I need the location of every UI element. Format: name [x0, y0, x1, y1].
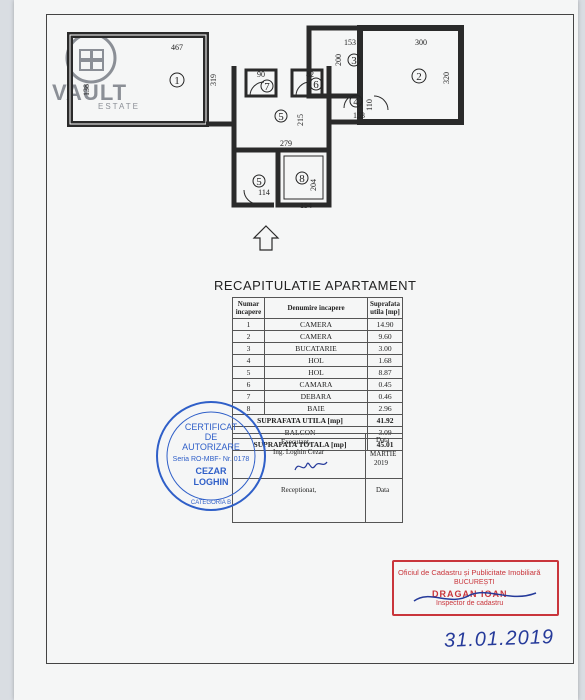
room-number: 2 — [416, 71, 422, 83]
cell-name: HOL — [264, 354, 368, 367]
svg-text:LOGHIN: LOGHIN — [194, 477, 229, 487]
svg-text:CERTIFICAT: CERTIFICAT — [185, 422, 238, 432]
executant-label: Executant, — [281, 438, 311, 446]
total-label: SUPRAFATA TOTALA [mp] — [232, 438, 368, 451]
cell-name: BAIE — [264, 402, 368, 415]
cell-number: 6 — [232, 378, 265, 391]
page-border — [46, 14, 574, 664]
svg-text:CEZAR: CEZAR — [196, 466, 227, 476]
stamp-line: DRAGAN IOAN — [432, 589, 508, 599]
room-number: 5 — [278, 111, 284, 123]
cell-area: 14.90 — [367, 318, 403, 331]
dimension-label: 319 — [209, 74, 218, 86]
floor-plan: 1 2 3 4 5 5 6 7 8 467 319 300 320 153 20… — [67, 25, 464, 251]
signature-box: Executant, Ing. Loghin Cezar Data MARTIE… — [232, 433, 403, 523]
header-name: Denumire incapere — [264, 297, 368, 319]
room-number: 5 — [256, 176, 262, 188]
date-month: MARTIE — [370, 450, 397, 458]
executant-name: Ing. Loghin Cezar — [273, 448, 325, 456]
util-value: 41.92 — [367, 414, 403, 427]
cell-number: 1 — [232, 318, 265, 331]
cell-area: 8.87 — [367, 366, 403, 379]
cell-area: 0.46 — [367, 390, 403, 403]
cell-name: CAMARA — [264, 378, 368, 391]
cell-name: BUCATARIE — [264, 342, 368, 355]
svg-text:DE: DE — [205, 432, 218, 442]
cell-area: 2.96 — [367, 402, 403, 415]
cell-number: 3 — [232, 342, 265, 355]
cadastre-stamp: Oficiul de Cadastru și Publicitate Imobi… — [392, 560, 559, 616]
dimension-label: 300 — [415, 38, 427, 47]
room-number: 3 — [351, 55, 357, 67]
room-number: 6 — [313, 79, 319, 91]
dimension-label: 90 — [257, 70, 265, 79]
recap-title: RECAPITULATIE APARTAMENT — [214, 278, 417, 293]
cell-area: 3.00 — [367, 342, 403, 355]
dimension-label: 204 — [309, 179, 318, 191]
svg-text:Seria RO-MBF- Nr. 0178: Seria RO-MBF- Nr. 0178 — [173, 456, 250, 463]
stamp-line: Inspector de cadastru — [436, 600, 504, 607]
receptionat-label: Receptionat, — [281, 486, 317, 494]
cell-name: CAMERA — [264, 318, 368, 331]
dimension-label: 467 — [171, 43, 183, 52]
logo-brand: VAULT — [52, 80, 128, 105]
dimension-label: 138 — [82, 84, 91, 96]
cell-number: 4 — [232, 354, 265, 367]
dimension-label: 320 — [442, 72, 451, 84]
header-number: Numar incapere — [232, 297, 265, 319]
dimension-label: 82 — [306, 70, 314, 79]
logo-sub: ESTATE — [98, 102, 140, 111]
cell-area: 0.45 — [367, 378, 403, 391]
date-label-2: Data — [376, 486, 390, 494]
dimension-label: 153 — [353, 111, 365, 120]
table-header-row: Numar incapere Denumire incapere Suprafa… — [232, 297, 403, 319]
room-number: 7 — [264, 81, 270, 93]
cell-area: 1.68 — [367, 354, 403, 367]
cell-name: DEBARA — [264, 390, 368, 403]
dimension-label: 153 — [344, 38, 356, 47]
handwritten-signature — [294, 461, 328, 471]
divider — [233, 478, 402, 479]
authorization-stamp: CERTIFICAT DE AUTORIZARE Seria RO-MBF- N… — [156, 401, 266, 511]
svg-text:CATEGORIA B: CATEGORIA B — [191, 500, 231, 506]
header-area: Suprafata utila [mp] — [367, 297, 403, 319]
svg-text:AUTORIZARE: AUTORIZARE — [182, 442, 240, 452]
date-label: Data — [376, 436, 390, 444]
cell-name: CAMERA — [264, 330, 368, 343]
stamp-line: Oficiul de Cadastru și Publicitate Imobi… — [398, 568, 541, 577]
date-year: 2019 — [374, 459, 388, 467]
room-number: 8 — [299, 173, 305, 185]
cell-number: 2 — [232, 330, 265, 343]
cell-name: HOL — [264, 366, 368, 379]
cell-number: 5 — [232, 366, 265, 379]
room-number: 1 — [174, 75, 180, 87]
dimension-label: 114 — [258, 188, 270, 197]
handwritten-date: 31.01.2019 — [443, 626, 555, 652]
dimension-label: 279 — [280, 139, 292, 148]
room-number: 4 — [353, 96, 359, 108]
inspector-signature — [413, 591, 537, 602]
dimension-label: 215 — [296, 114, 305, 126]
dimension-label: 154 — [300, 201, 312, 210]
dimension-label: 200 — [334, 54, 343, 66]
stamp-line: BUCUREȘTI — [454, 579, 495, 586]
cell-area: 9.60 — [367, 330, 403, 343]
document-page: VAULT ESTATE — [14, 0, 578, 700]
recap-table: Numar incapere Denumire incapere Suprafa… — [232, 297, 403, 451]
dimension-label: 110 — [365, 99, 374, 111]
